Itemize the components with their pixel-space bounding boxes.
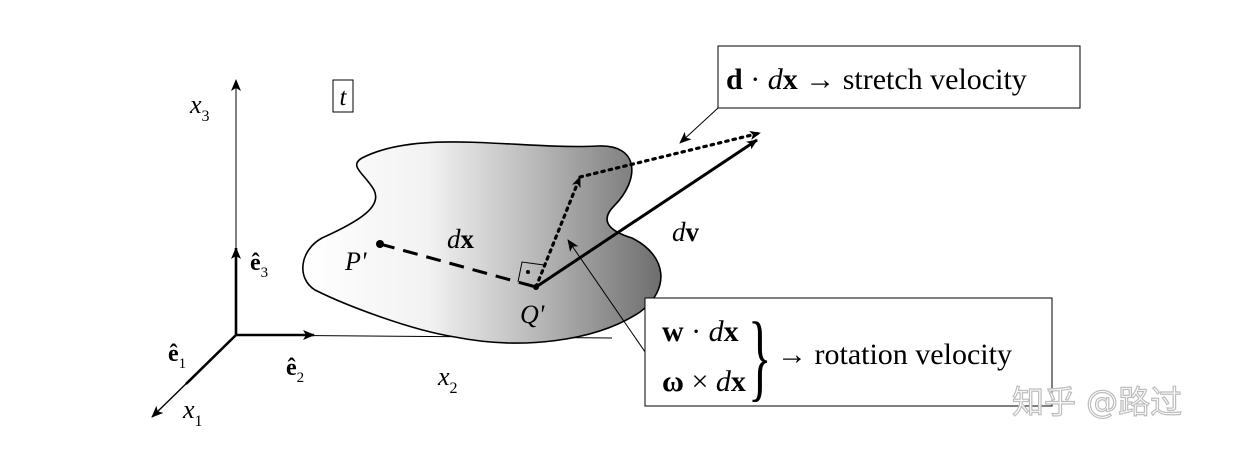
rotation-callout-pointer xyxy=(567,239,653,363)
deformable-body xyxy=(302,141,662,344)
point-q-label: Q' xyxy=(520,300,545,329)
e1-vector xyxy=(185,334,237,385)
watermark: 知乎 @路过 xyxy=(1012,383,1182,421)
rotation-velocity-arrow xyxy=(534,175,582,289)
point-p-label: P' xyxy=(344,247,367,276)
rotation-velocity-box xyxy=(644,297,1053,407)
time-label: t xyxy=(340,84,348,111)
dx-dashed-segment xyxy=(379,242,537,289)
right-angle-marker xyxy=(517,261,545,283)
e2-label: ê2 xyxy=(286,355,304,386)
point-p-dot xyxy=(376,240,384,248)
x3-axis-label: x3 xyxy=(189,90,210,125)
right-angle-dot xyxy=(526,270,530,274)
stretch-velocity-box xyxy=(717,45,1081,109)
dv-label: dv xyxy=(672,217,700,247)
x2-axis-label: x2 xyxy=(437,362,458,397)
stretch-callout-pointer xyxy=(679,107,719,144)
dx-label: dx xyxy=(447,224,475,254)
rotation-velocity-label: → rotation velocity xyxy=(777,338,1012,371)
time-label-box xyxy=(332,79,354,113)
dv-velocity-arrow xyxy=(535,138,758,289)
e1-label: ê1 xyxy=(168,341,186,372)
rotation-term-w: w · dx xyxy=(662,315,739,348)
rotation-term-omega: ω × dx xyxy=(662,365,746,398)
stretch-velocity-arrow xyxy=(578,130,762,179)
x1-axis-label: x1 xyxy=(182,395,203,430)
e3-label: ê3 xyxy=(250,250,268,281)
stretch-velocity-label: d · dx → stretch velocity xyxy=(726,63,1027,96)
rotation-brace: } xyxy=(748,302,772,411)
